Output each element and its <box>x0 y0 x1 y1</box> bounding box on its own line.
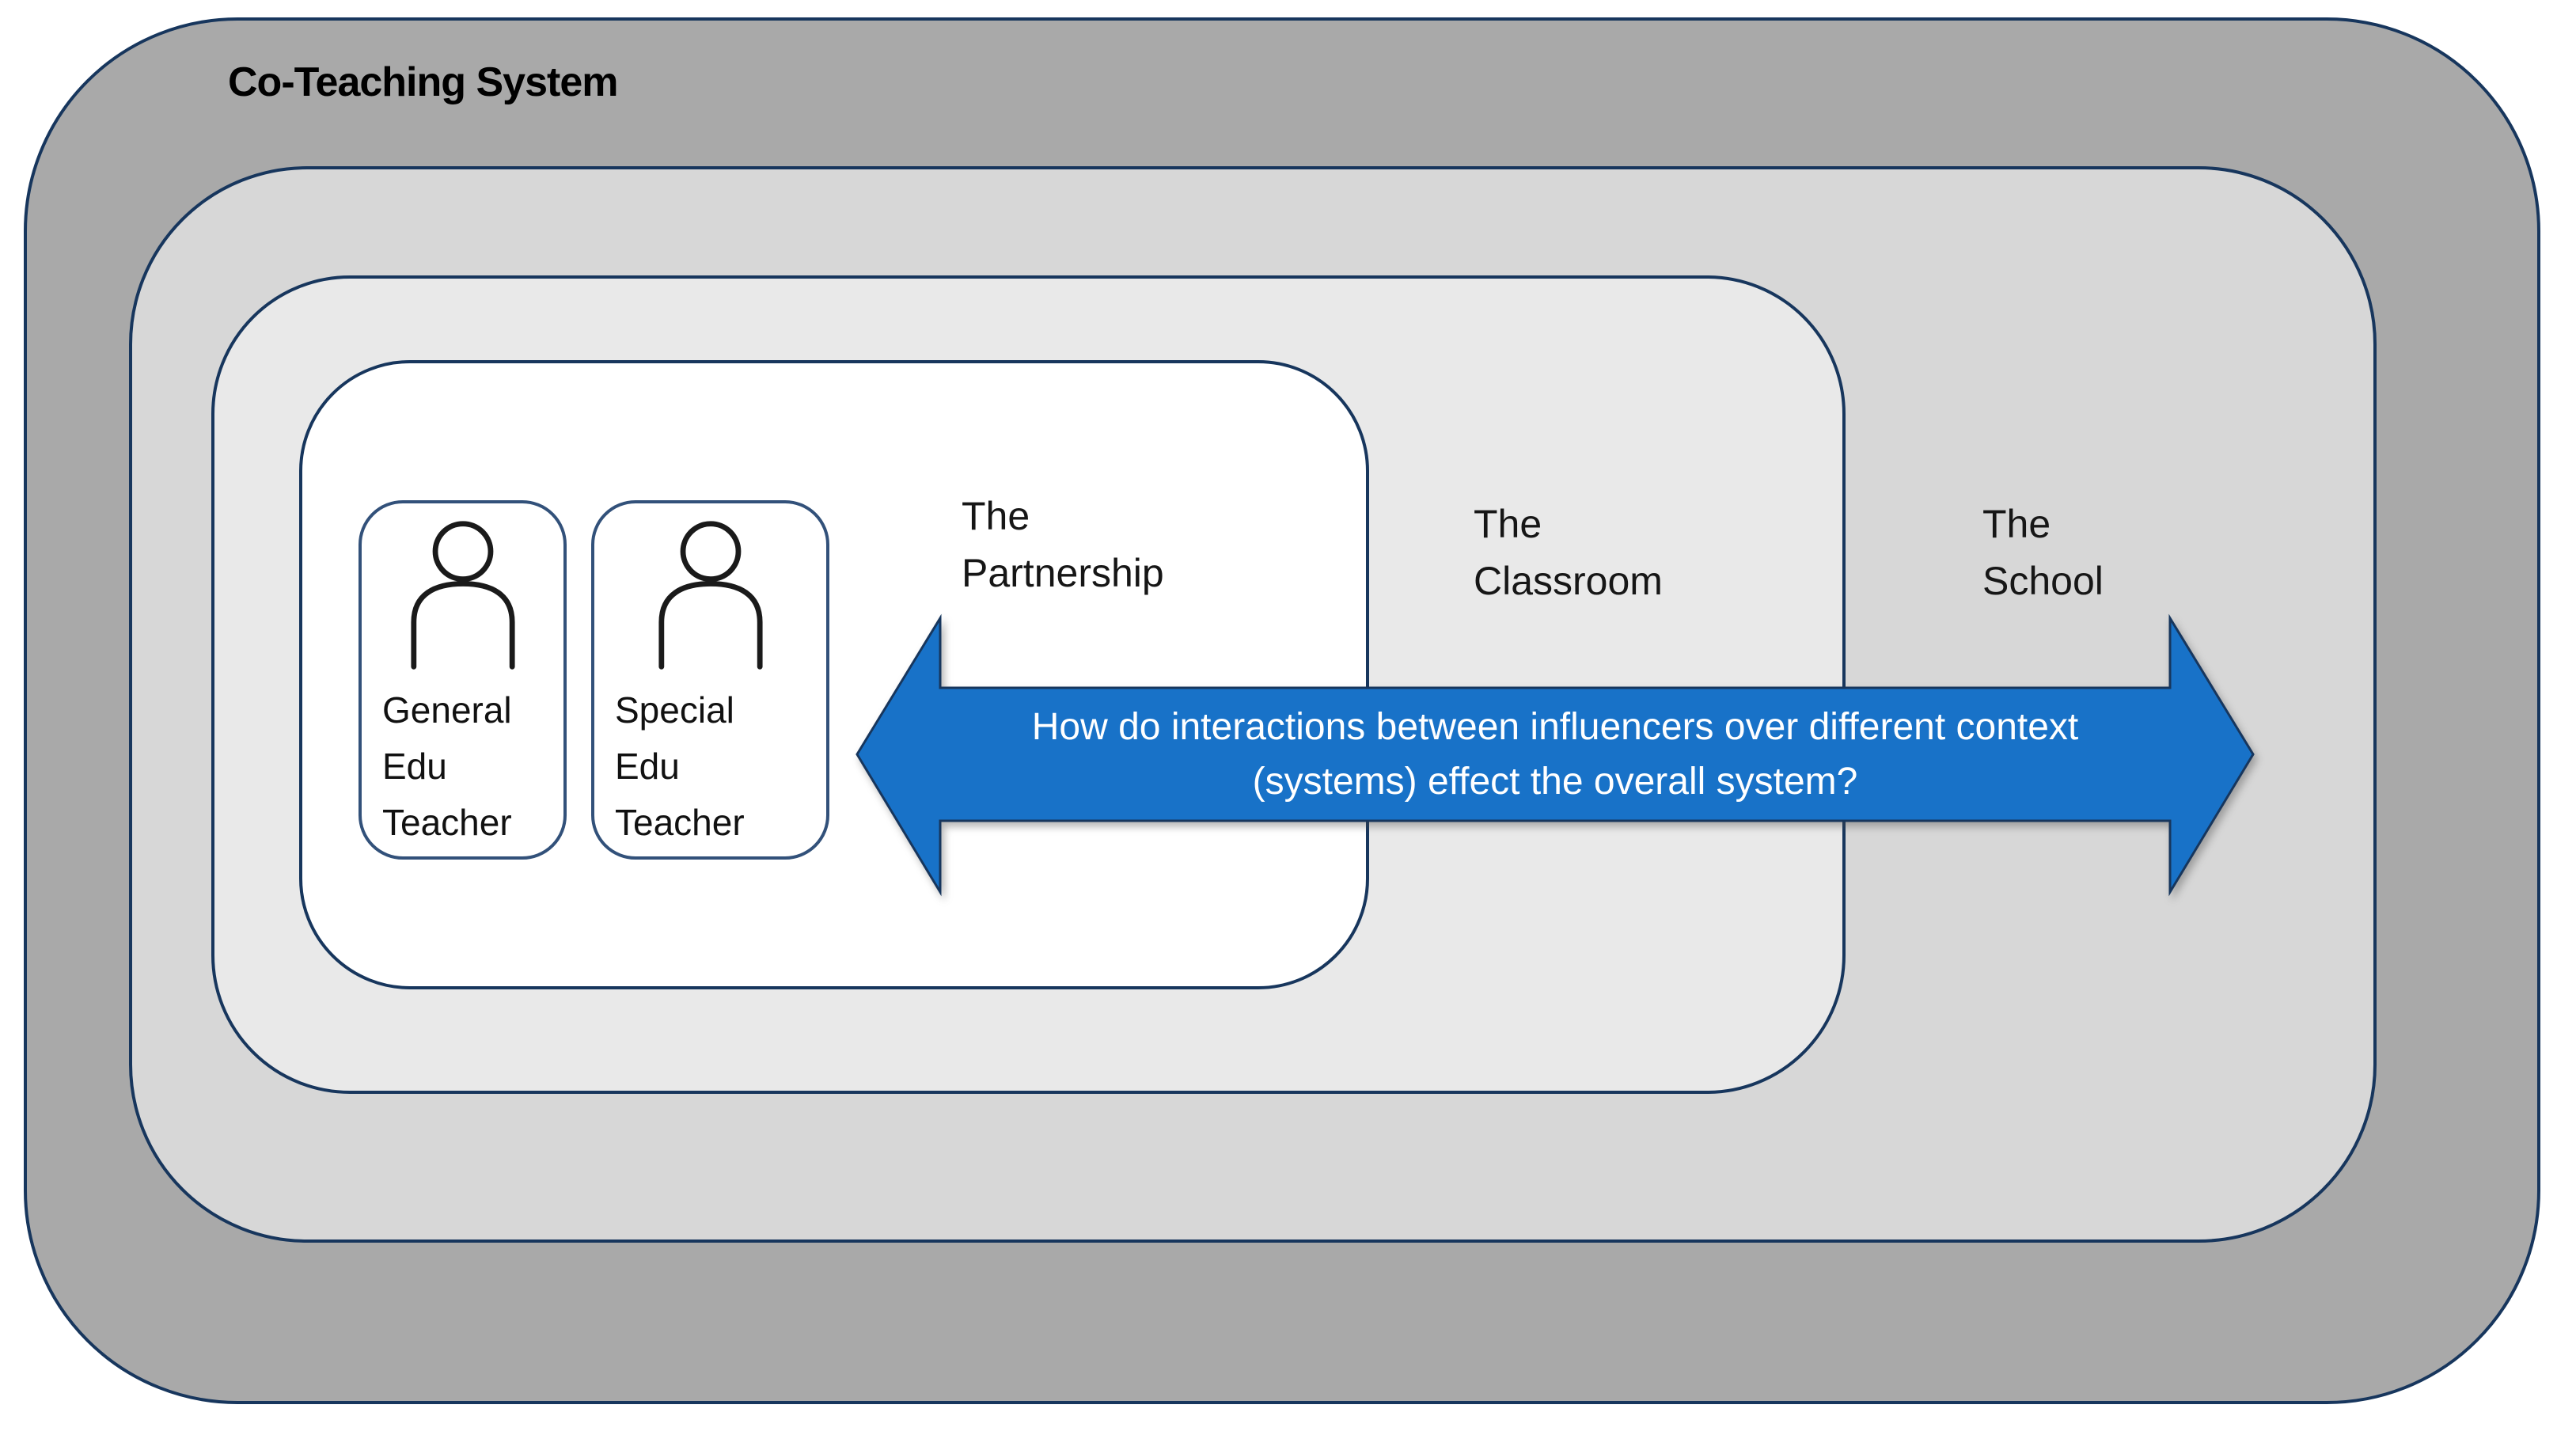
label-line: Partnership <box>962 551 1164 595</box>
label-line: Teacher <box>382 802 512 843</box>
label-line: The <box>1982 502 2051 546</box>
double-headed-arrow <box>856 613 2255 897</box>
label-line: Edu <box>615 746 680 787</box>
label-line: General <box>382 689 512 731</box>
label-line: The <box>962 494 1030 538</box>
general-edu-teacher-card: General Edu Teacher <box>359 500 567 860</box>
person-icon <box>410 521 515 670</box>
person-icon <box>658 521 763 670</box>
school-label: The School <box>1982 495 2104 609</box>
diagram-title: Co-Teaching System <box>228 59 618 105</box>
partnership-label: The Partnership <box>962 488 1164 602</box>
arrow-question-text: How do interactions between influencers … <box>940 688 2170 821</box>
special-edu-teacher-card: Special Edu Teacher <box>591 500 829 860</box>
special-edu-teacher-label: Special Edu Teacher <box>615 682 826 851</box>
general-edu-teacher-label: General Edu Teacher <box>382 682 563 851</box>
label-line: Edu <box>382 746 447 787</box>
arrow-text-line: How do interactions between influencers … <box>1031 706 2079 748</box>
label-line: Classroom <box>1474 559 1663 603</box>
label-line: School <box>1982 559 2104 603</box>
classroom-label: The Classroom <box>1474 495 1663 609</box>
label-line: Teacher <box>615 802 745 843</box>
arrow-text-line: (systems) effect the overall system? <box>1252 761 1858 803</box>
label-line: Special <box>615 689 734 731</box>
label-line: The <box>1474 502 1542 546</box>
